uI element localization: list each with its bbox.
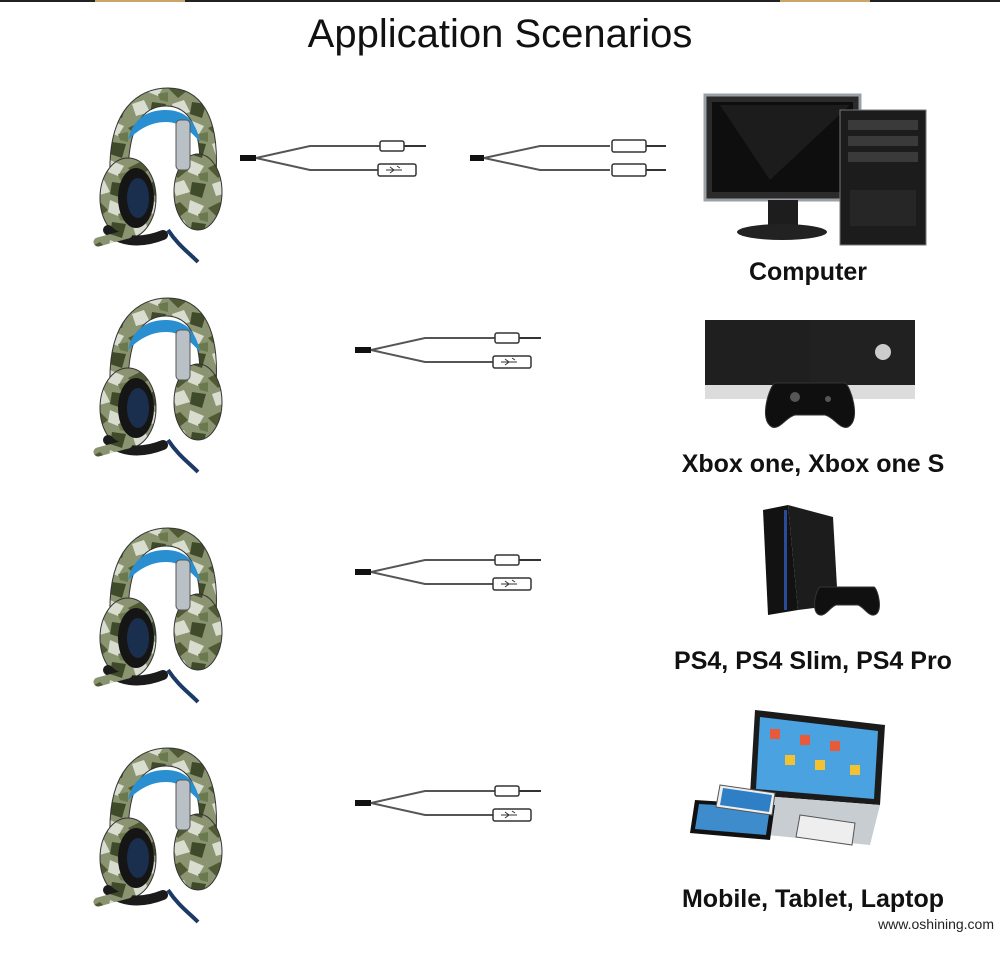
scenario-row-computer: Computer bbox=[0, 80, 1000, 310]
scenario-label-computer: Computer bbox=[748, 258, 868, 286]
usb-audio-cable-icon bbox=[355, 552, 545, 592]
scenario-label-mobile: Mobile, Tablet, Laptop bbox=[681, 885, 945, 913]
scenario-row-ps4: PS4, PS4 Slim, PS4 Pro bbox=[0, 505, 1000, 750]
top-accent-left bbox=[95, 0, 185, 2]
scenario-row-xbox: Xbox one, Xbox one S bbox=[0, 290, 1000, 520]
top-accent-right bbox=[780, 0, 870, 2]
mobile-tablet-laptop-icon bbox=[690, 710, 885, 846]
usb-audio-cable-icon bbox=[240, 138, 430, 178]
computer-icon bbox=[703, 93, 927, 246]
scenario-row-mobile: Mobile, Tablet, Laptop bbox=[0, 710, 1000, 970]
headset-icon bbox=[88, 80, 238, 270]
usb-audio-cable-icon bbox=[355, 330, 545, 370]
splitter-cable-icon bbox=[470, 138, 670, 178]
headset-icon bbox=[88, 740, 238, 930]
page-title: Application Scenarios bbox=[307, 12, 693, 56]
xbox-console-icon bbox=[705, 320, 915, 428]
watermark: www.oshining.com bbox=[878, 916, 994, 932]
ps4-console-icon bbox=[763, 505, 880, 616]
top-border bbox=[0, 0, 1000, 2]
scenario-label-ps4: PS4, PS4 Slim, PS4 Pro bbox=[674, 647, 952, 675]
headset-icon bbox=[88, 290, 238, 480]
headset-icon bbox=[88, 520, 238, 710]
usb-audio-cable-icon bbox=[355, 783, 545, 823]
scenario-label-xbox: Xbox one, Xbox one S bbox=[681, 450, 945, 478]
